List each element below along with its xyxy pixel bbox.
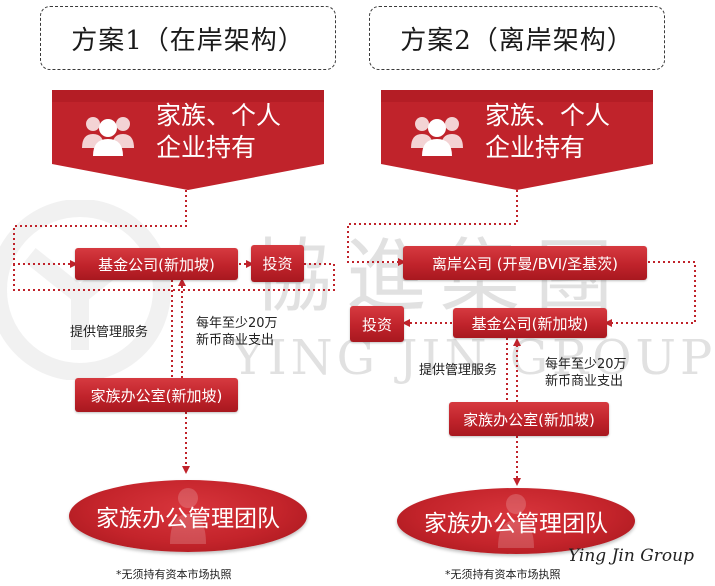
people-group-icon bbox=[80, 108, 136, 158]
plan2-fund-box: 基金公司(新加坡) bbox=[453, 308, 607, 338]
plan2-holder-banner: 家族、个人 企业持有 bbox=[381, 90, 653, 190]
plan1-service-label: 提供管理服务 bbox=[70, 325, 149, 340]
plan1-holder-line2: 企业持有 bbox=[156, 133, 257, 162]
plan2-service-label: 提供管理服务 bbox=[419, 363, 498, 378]
plan1-expense-line2: 新币商业支出 bbox=[196, 333, 275, 348]
plan1-holder-banner: 家族、个人 企业持有 bbox=[52, 90, 324, 190]
people-group-icon bbox=[409, 108, 465, 158]
plan2-holder-line2: 企业持有 bbox=[485, 133, 586, 162]
plan1-fund-box: 基金公司(新加坡) bbox=[75, 248, 238, 280]
team-silhouette-icon bbox=[158, 484, 218, 548]
plan2-expense-label: 每年至少20万 新币商业支出 bbox=[545, 356, 627, 390]
plan2-holder-line1: 家族、个人 bbox=[485, 101, 611, 130]
watermark-english: YING JIN GROUP bbox=[232, 330, 715, 386]
plan1-expense-label: 每年至少20万 新币商业支出 bbox=[196, 315, 278, 349]
plan2-offshore-box: 离岸公司 (开曼/BVI/圣基茨) bbox=[403, 246, 647, 280]
plan1-holder-line1: 家族、个人 bbox=[156, 101, 282, 130]
plan1-team-ellipse: 家族办公管理团队 bbox=[69, 480, 307, 552]
plan2-team-label: 家族办公管理团队 bbox=[424, 511, 608, 537]
plan1-note: *无须持有资本市场执照 bbox=[116, 568, 232, 581]
plan1-title: 方案1（在岸架构） bbox=[40, 6, 336, 70]
plan1-office-box: 家族办公室(新加坡) bbox=[75, 378, 238, 412]
plan1-expense-line1: 每年至少20万 bbox=[196, 316, 278, 331]
plan2-expense-line2: 新币商业支出 bbox=[545, 374, 624, 389]
plan1-team-label: 家族办公管理团队 bbox=[96, 506, 280, 532]
plan2-invest-box: 投资 bbox=[350, 306, 404, 342]
plan2-expense-line1: 每年至少20万 bbox=[545, 357, 627, 372]
plan2-team-ellipse: 家族办公管理团队 bbox=[397, 488, 635, 554]
team-silhouette-icon bbox=[486, 490, 546, 552]
plan2-note: *无须持有资本市场执照 bbox=[445, 568, 561, 581]
plan1-invest-box: 投资 bbox=[251, 245, 304, 282]
plan2-office-box: 家族办公室(新加坡) bbox=[449, 402, 609, 436]
plan2-title: 方案2（离岸架构） bbox=[369, 6, 665, 70]
signature-logo: Ying Jin Group bbox=[568, 546, 694, 566]
